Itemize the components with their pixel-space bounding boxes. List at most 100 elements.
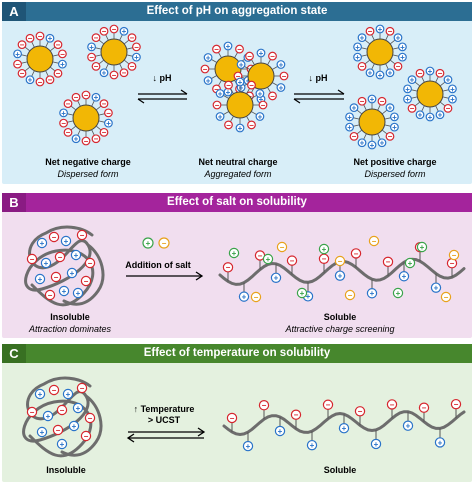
negative-charge: − [365, 26, 375, 36]
negative-charge: − [13, 59, 22, 69]
svg-text:−: − [66, 100, 71, 109]
positive-charge: + [398, 271, 410, 282]
negative-charge: − [91, 61, 101, 71]
svg-text:−: − [134, 43, 139, 52]
nanoparticle: +−+−+−+−+−+− [212, 77, 268, 133]
positive-charge: + [235, 77, 245, 87]
svg-text:−: − [30, 408, 35, 417]
negative-charge: − [63, 127, 73, 137]
panel-salt-title: Effect of salt on solubility [2, 193, 472, 212]
svg-text:−: − [270, 52, 275, 61]
positive-charge: + [66, 267, 78, 279]
svg-text:−: − [130, 62, 135, 71]
negative-charge: − [127, 33, 137, 43]
svg-text:−: − [102, 27, 107, 36]
nanoparticle: +−+++−+++−+++− [403, 66, 457, 122]
svg-text:+: + [206, 76, 211, 85]
svg-text:+: + [347, 113, 352, 122]
positive-charge: + [274, 425, 286, 437]
negative-charge: − [235, 44, 244, 54]
svg-text:+: + [360, 34, 365, 43]
svg-text:−: − [410, 104, 415, 113]
svg-text:+: + [239, 83, 244, 92]
positive-charge: + [390, 112, 399, 122]
svg-text:+: + [306, 292, 311, 301]
svg-text:−: − [249, 121, 254, 130]
negative-charge: − [286, 255, 298, 266]
svg-text:+: + [355, 43, 360, 52]
positive-charge: + [407, 75, 417, 85]
svg-text:+: + [28, 76, 33, 85]
negative-charge: − [119, 68, 129, 78]
svg-text:+: + [368, 69, 373, 78]
svg-text:−: − [106, 109, 111, 118]
negative-charge: − [132, 42, 141, 52]
negative-charge: − [26, 406, 38, 418]
svg-text:+: + [76, 289, 81, 298]
nanoparticle-core [366, 38, 394, 66]
negative-charge: − [109, 24, 119, 34]
panel-temperature-letter: C [2, 344, 26, 363]
svg-text:−: − [226, 81, 231, 90]
negative-charge: − [109, 70, 119, 80]
negative-charge: − [279, 71, 289, 81]
positive-charge: + [203, 53, 213, 62]
positive-charge: + [370, 438, 382, 450]
negative-charge: − [91, 33, 101, 43]
positive-charge: + [104, 118, 113, 128]
svg-text:+: + [438, 438, 443, 447]
nanoparticle: −+−−+−−−+−−+−− [59, 90, 113, 146]
panel-ph-letter: A [2, 2, 26, 21]
salt-anion: − [250, 291, 262, 303]
positive-charge: + [34, 388, 46, 400]
negative-charge: − [245, 51, 254, 61]
svg-text:+: + [388, 104, 393, 113]
negative-charge: − [268, 51, 277, 61]
positive-charge: + [367, 140, 377, 150]
positive-charge: + [443, 75, 453, 85]
negative-charge: − [258, 100, 268, 110]
nanoparticle-core [100, 38, 128, 66]
positive-charge: + [40, 257, 52, 269]
negative-charge: − [53, 68, 63, 78]
svg-text:−: − [38, 32, 43, 41]
svg-text:+: + [405, 85, 410, 94]
svg-text:+: + [450, 95, 455, 104]
svg-text:−: − [358, 407, 363, 416]
svg-text:+: + [434, 284, 439, 293]
salt-anion: − [334, 255, 346, 267]
svg-text:−: − [372, 237, 377, 246]
salt-anion: − [158, 237, 170, 249]
negative-charge: − [224, 80, 233, 90]
salt-anion: − [344, 289, 356, 301]
svg-text:−: − [338, 257, 343, 266]
svg-text:+: + [347, 123, 352, 132]
negative-charge: − [450, 398, 462, 410]
svg-text:+: + [405, 95, 410, 104]
svg-text:+: + [40, 239, 45, 248]
svg-text:−: − [326, 401, 331, 410]
negative-state-label: Net negative charge [45, 157, 131, 167]
svg-text:+: + [246, 76, 251, 85]
positive-charge: + [72, 287, 84, 299]
salt-cation: + [404, 257, 416, 269]
positive-charge: + [59, 108, 68, 118]
svg-text:+: + [396, 34, 401, 43]
negative-charge: − [357, 61, 367, 71]
negative-charge: − [377, 96, 387, 106]
svg-text:−: − [237, 45, 242, 54]
positive-charge: + [71, 134, 81, 144]
svg-text:−: − [354, 249, 359, 258]
salt-cation: + [228, 247, 240, 259]
negative-charge: − [48, 231, 60, 243]
svg-text:−: − [454, 400, 459, 409]
svg-text:+: + [66, 390, 71, 399]
negative-charge: − [71, 92, 81, 102]
negative-charge: − [258, 400, 270, 411]
svg-text:−: − [262, 401, 267, 410]
svg-text:+: + [420, 243, 425, 252]
svg-text:−: − [102, 128, 107, 137]
negative-charge: − [200, 64, 210, 74]
positive-charge: + [385, 103, 395, 113]
negative-charge: − [290, 409, 302, 420]
